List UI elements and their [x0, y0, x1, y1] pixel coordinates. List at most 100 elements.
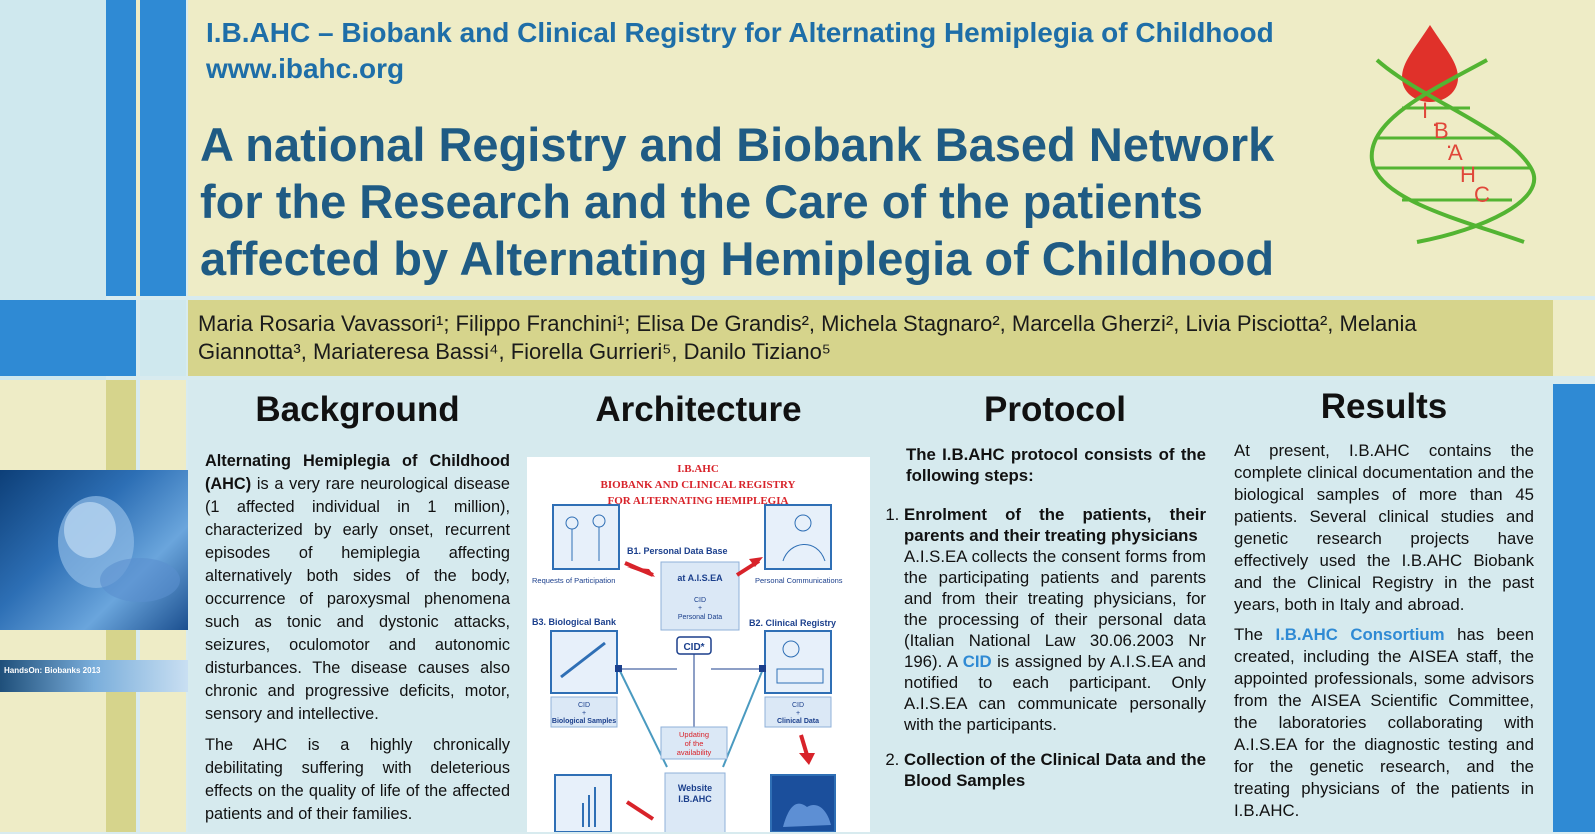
europe-map-landmass — [783, 803, 831, 827]
diagram-availability: availability — [677, 748, 712, 757]
child-photo-art — [58, 496, 180, 602]
org-title: I.B.AHC – Biobank and Clinical Registry … — [206, 17, 1274, 48]
authors-bar — [188, 300, 1553, 376]
logo-letter-a: A — [1448, 140, 1463, 165]
diagram-of-the: of the — [685, 739, 704, 748]
left-band-pale — [140, 300, 186, 376]
results-paragraph-1: At present, I.B.AHC contains the complet… — [1234, 441, 1534, 614]
arrow-red-lab-shaft — [625, 800, 655, 821]
protocol-intro: The I.B.AHC protocol consists of the fol… — [906, 445, 1206, 485]
logo-letter-dot-1: . — [1432, 106, 1438, 131]
left-band-blue — [0, 300, 136, 376]
content-panel — [188, 380, 1553, 832]
logo-letter-dot-2: . — [1446, 128, 1452, 153]
diagram-clin-data: Clinical Data — [777, 718, 819, 725]
results-text: At present, I.B.AHC contains the complet… — [1234, 440, 1534, 830]
diagram-title-2: BIOBANK AND CLINICAL REGISTRY — [601, 479, 796, 491]
connector-node-right — [759, 665, 766, 672]
left-stripe-blue-2 — [140, 0, 186, 296]
main-title-line-3: affected by Alternating Hemiplegia of Ch… — [200, 232, 1275, 285]
clin-data-box — [764, 696, 832, 728]
results-heading: Results — [1320, 387, 1448, 426]
diagram-b3-label: B3. Biological Bank — [532, 617, 617, 627]
background-paragraph-1: Alternating Hemiplegia of Childhood (AHC… — [205, 450, 510, 726]
authors-bar-right-edge — [1553, 300, 1595, 376]
website-box — [664, 772, 726, 832]
results-paragraph-2: The I.B.AHC Consortium has been created,… — [1234, 624, 1534, 822]
org-url-link[interactable]: www.ibahc.org — [206, 53, 405, 84]
left-stripe-blue-1 — [106, 0, 136, 296]
diagram-plus-1: + — [698, 605, 702, 612]
protocol-cid-term: CID — [962, 652, 992, 671]
background-lead: Alternating Hemiplegia of Childhood (AHC… — [205, 452, 510, 493]
registry-doctor-head — [782, 640, 800, 658]
arrow-red-down — [799, 753, 815, 765]
arrow-red-right — [749, 557, 763, 567]
right-blue-stripe — [1553, 384, 1595, 832]
diagram-b2-label: B2. Clinical Registry — [749, 618, 836, 628]
diagram-plus-3: + — [796, 710, 800, 717]
results-paragraph-2-a: The — [1234, 625, 1276, 644]
authors-line-2: Giannotta³, Mariateresa Bassi⁴, Fiorella… — [198, 339, 831, 364]
doctor-phone-image — [764, 504, 832, 570]
diagram-website: Website — [678, 783, 712, 793]
diagram-title-1: I.B.AHC — [677, 463, 719, 475]
diagram-cid-bio: CID — [578, 702, 590, 709]
background-paragraph-2: The AHC is a highly chronically debilita… — [205, 736, 510, 823]
protocol-steps: Enrolment of the patients, their parents… — [880, 504, 1206, 791]
biobanks-banner: HandsOn: Biobanks 2013 — [0, 660, 188, 692]
diagram-cid-clin: CID — [792, 702, 804, 709]
protocol-heading: Protocol — [984, 390, 1126, 429]
ibahc-logo: I . B . A H C — [1369, 25, 1537, 244]
protocol-step-1-title: Enrolment of the patients, their parents… — [904, 505, 1206, 545]
connector-left — [618, 668, 668, 768]
connector-right — [722, 668, 764, 768]
diagram-website-2: I.B.AHC — [678, 794, 712, 804]
aisea-box — [660, 561, 740, 631]
authors-list: Maria Rosaria Vavassori¹; Filippo Franch… — [198, 310, 1528, 366]
diagram-bio-samples: Biological Samples — [552, 718, 616, 725]
architecture-diagram: I.B.AHC BIOBANK AND CLINICAL REGISTRY FO… — [527, 457, 870, 832]
results-paragraph-2-b: has been created, including the AISEA st… — [1234, 625, 1534, 820]
doctor-head — [794, 514, 812, 532]
diagram-plus-2: + — [582, 710, 586, 717]
arrow-red-left-shaft — [624, 561, 654, 577]
diagram-requests-label: Requests of Participation — [532, 576, 615, 585]
protocol-step-2: Collection of the Clinical Data and the … — [904, 749, 1206, 791]
header-panel — [188, 0, 1595, 296]
diagram-title-3: FOR ALTERNATING HEMIPLEGIA — [608, 495, 789, 507]
background-paragraph-1-text: is a very rare neurological disease (1 a… — [205, 475, 510, 723]
protocol-step-1: Enrolment of the patients, their parents… — [904, 504, 1206, 735]
doctor-body — [782, 544, 826, 562]
left-stripe-pale-2 — [136, 0, 140, 296]
logo-letter-h: H — [1460, 162, 1476, 187]
registry-desk — [776, 668, 824, 684]
architecture-heading: Architecture — [595, 390, 802, 429]
registry-image — [764, 630, 832, 694]
results-consortium-link[interactable]: I.B.AHC Consortium — [1275, 625, 1445, 644]
child-photo — [0, 470, 188, 630]
diagram-aisea-label: at A.I.S.EA — [677, 573, 723, 583]
logo-letter-b: B — [1434, 118, 1449, 143]
background-heading: Background — [255, 390, 460, 429]
biobank-image — [550, 630, 618, 694]
main-title: A national Registry and Biobank Based Ne… — [200, 116, 1370, 287]
biobank-pipette — [560, 641, 606, 679]
authors-line-1: Maria Rosaria Vavassori¹; Filippo Franch… — [198, 311, 1417, 336]
biobanks-banner-caption: HandsOn: Biobanks 2013 — [4, 666, 101, 675]
updating-box — [660, 726, 728, 760]
logo-letter-c: C — [1474, 182, 1490, 207]
diagram-personal-comm-label: Personal Communications — [755, 576, 843, 585]
diagram-cid-box-label: CID* — [683, 642, 704, 653]
logo-letter-i: I — [1422, 98, 1428, 123]
main-title-line-2: for the Research and the Care of the pat… — [200, 175, 1203, 228]
arrow-red-down-shaft — [799, 734, 809, 756]
bio-samples-box — [550, 696, 618, 728]
diagram-updating: Updating — [679, 730, 709, 739]
background-text: Alternating Hemiplegia of Childhood (AHC… — [205, 450, 510, 834]
connector-node-left — [615, 665, 622, 672]
diagram-b1-label: B1. Personal Data Base — [627, 546, 728, 556]
protocol-text: The I.B.AHC protocol consists of the fol… — [880, 444, 1206, 805]
family-image — [552, 504, 620, 570]
main-title-line-1: A national Registry and Biobank Based Ne… — [200, 118, 1275, 171]
